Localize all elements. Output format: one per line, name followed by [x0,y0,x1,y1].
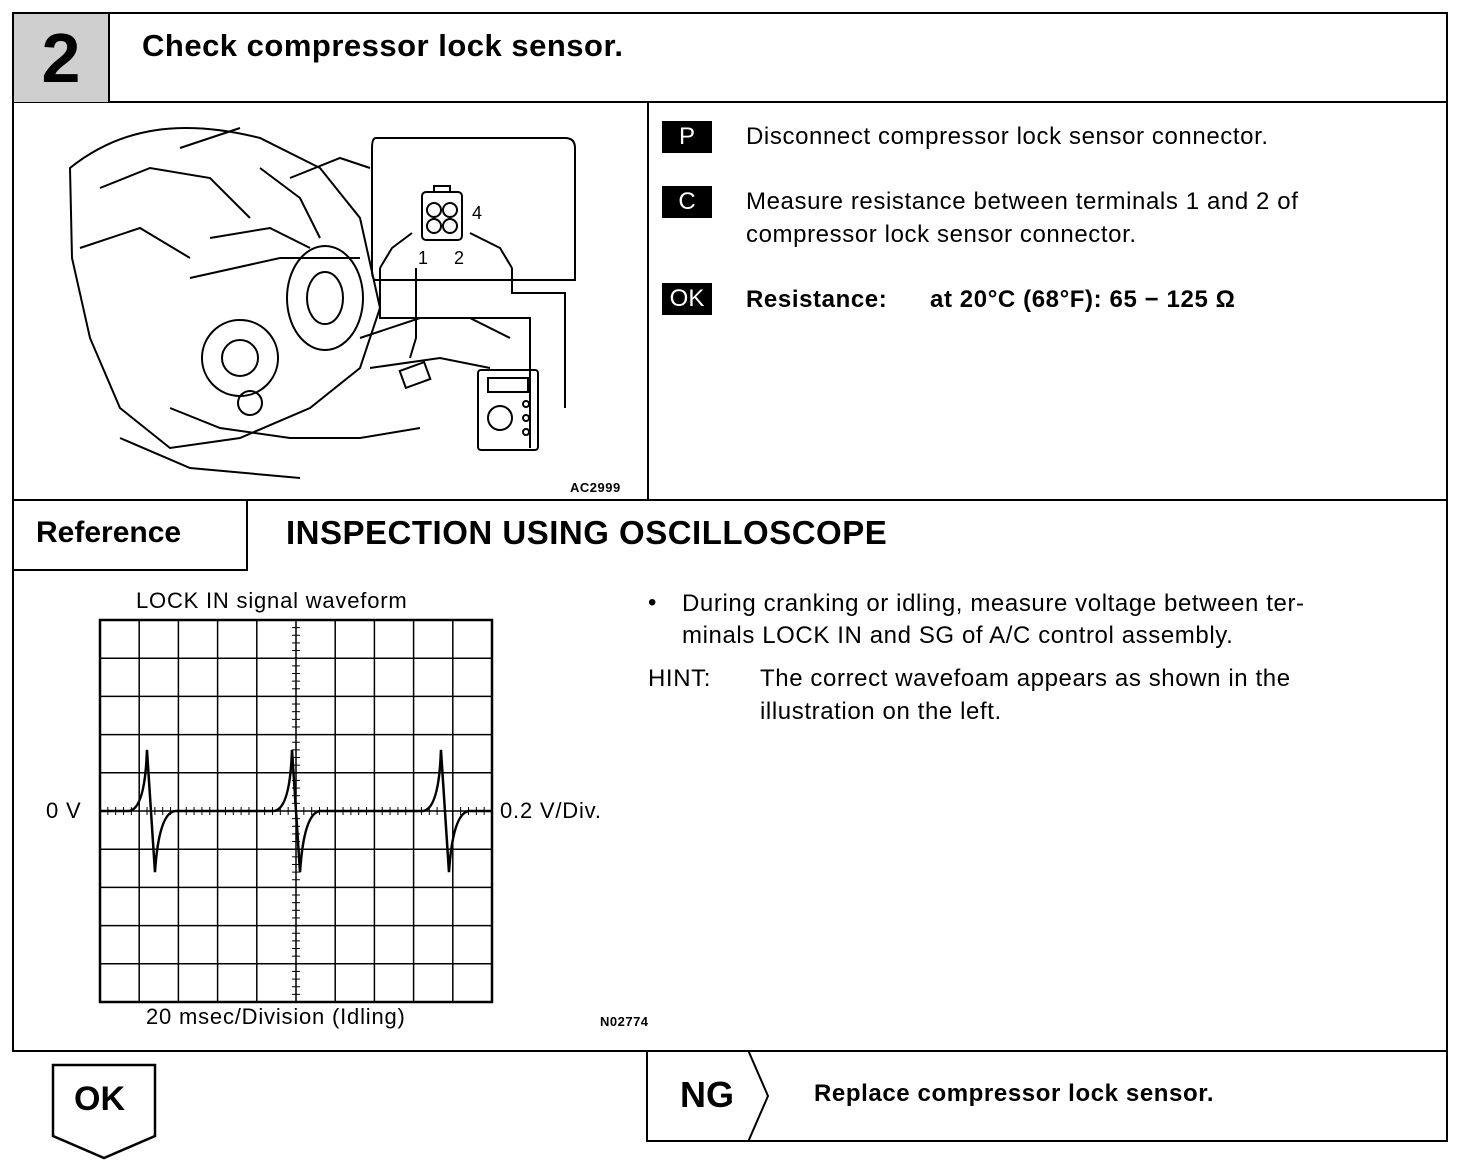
hint-label: HINT: [648,665,711,692]
volt-division-label: 0.2 V/Div. [500,798,602,823]
ok-resistance-value: at 20°C (68°F): 65 − 125 Ω [930,286,1236,313]
time-division-label: 20 msec/Division (Idling) [146,1004,406,1029]
oscilloscope-chart [98,618,494,1004]
step-number-badge: 2 [14,14,110,102]
reference-label-box [12,499,248,571]
ng-label: NG [680,1074,734,1115]
chart-caption: LOCK IN signal waveform [136,588,408,613]
note-line2: minals LOCK IN and SG of A/C control ass… [682,622,1234,649]
ok-resistance-label: Resistance: [746,286,888,313]
ng-chevron [747,1050,770,1142]
hint-line2: illustration on the left. [760,698,1002,725]
ng-action-text: Replace compressor lock sensor. [814,1080,1215,1107]
reference-title: INSPECTION USING OSCILLOSCOPE [286,514,888,551]
step-tag-p: P [662,121,712,153]
reference-divider [12,499,1448,501]
terminal-label-4: 4 [472,203,482,223]
note-line1: During cranking or idling, measure volta… [682,590,1305,617]
step-tag-c: C [662,186,712,218]
illustration-code: AC2999 [570,480,621,495]
note-bullet: • [648,589,658,616]
ok-arrow-shape [51,1063,157,1160]
reference-label: Reference [36,516,182,549]
lock-in-waveform [100,749,492,873]
terminal-label-1: 1 [418,248,428,268]
hint-line1: The correct wavefoam appears as shown in… [760,665,1291,692]
chart-code: N02774 [600,1014,649,1029]
step-c-text-line2: compressor lock sensor connector. [746,221,1137,248]
step-tag-ok: OK [662,283,712,315]
step-p-text: Disconnect compressor lock sensor connec… [746,123,1269,150]
page-title: Check compressor lock sensor. [142,28,624,63]
header-divider [12,101,1448,103]
compressor-illustration: 4 1 2 [68,127,576,479]
terminal-label-2: 2 [454,248,464,268]
ng-box [646,1050,1448,1142]
step-c-text-line1: Measure resistance between terminals 1 a… [746,188,1299,215]
ok-label: OK [74,1080,125,1118]
zero-volt-label: 0 V [46,798,82,823]
illustration-divider [647,101,649,500]
